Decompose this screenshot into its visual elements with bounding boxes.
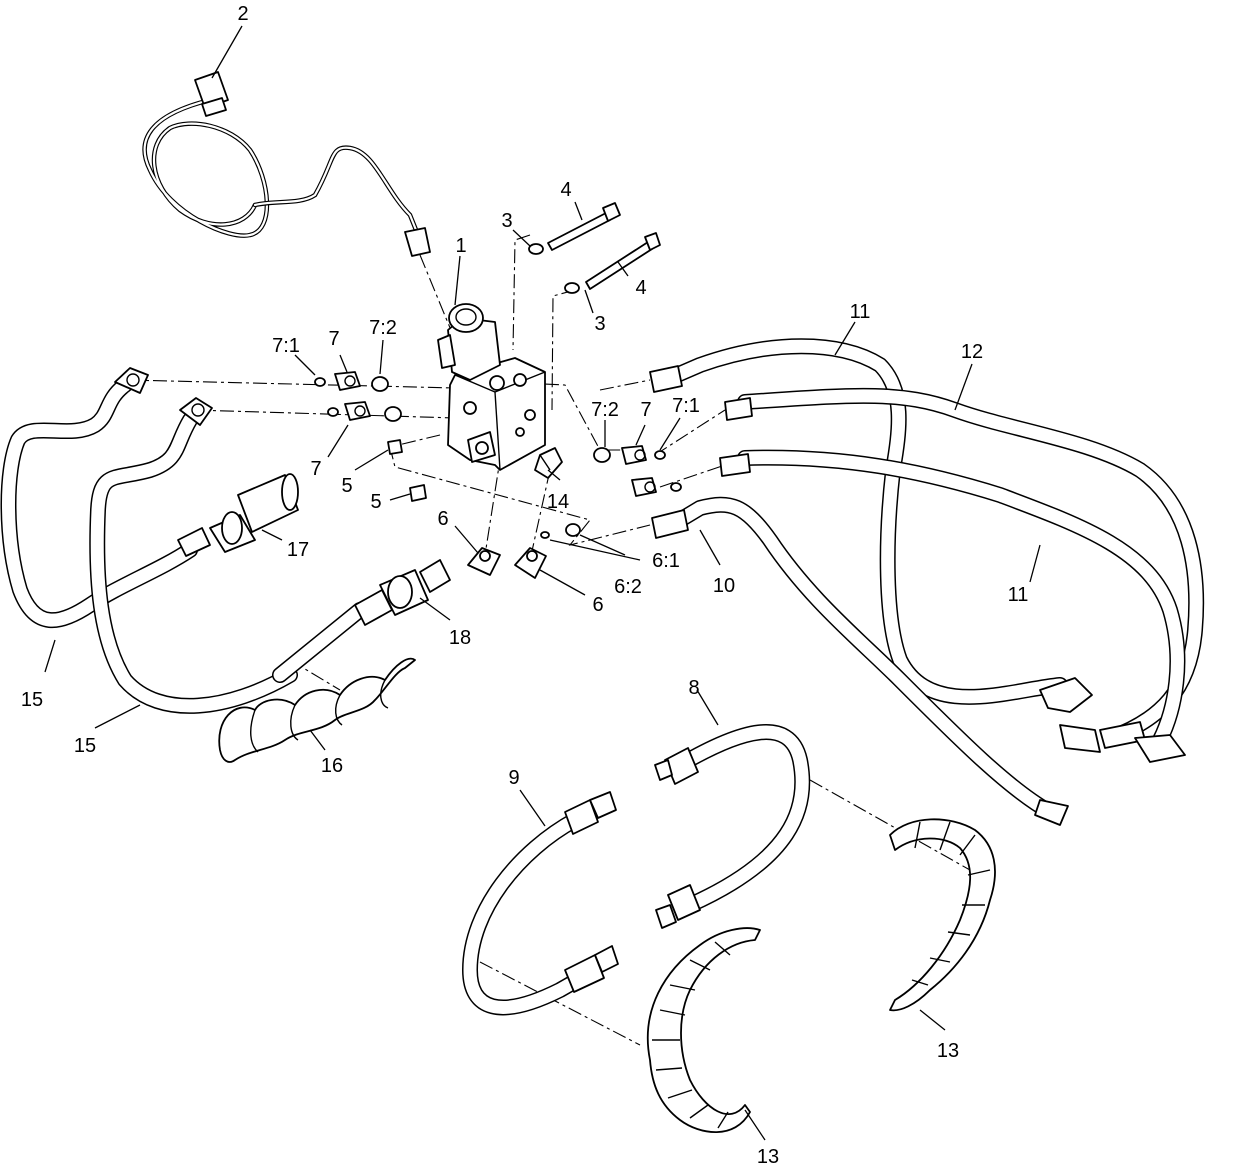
callout-1: 1 [455,235,466,257]
callout-7-1: 7:1 [272,335,300,357]
callout-4: 4 [560,179,571,201]
bolts-and-washers [528,202,661,294]
wire-harness [142,71,431,257]
hose-11-upper [662,338,1068,705]
callout-15: 15 [21,689,43,711]
fittings-right [593,445,682,497]
callout-6-1: 6:1 [652,550,680,572]
hose-8 [654,724,811,929]
callout-9: 9 [508,767,519,789]
callout-4: 4 [635,277,646,299]
callout-7: 7 [640,399,651,421]
washer-icon [528,243,544,255]
fitting-icon [334,371,361,391]
callout-17: 17 [287,539,309,561]
hose-9 [462,791,619,1016]
callout-7-2: 7:2 [369,317,397,339]
harness-connector-icon [404,227,431,257]
fitting-icon [631,477,657,497]
washer-icon [564,282,580,294]
callout-5: 5 [341,475,352,497]
callout-3: 3 [501,210,512,232]
hose-15-inner [89,412,298,714]
fitting-icon [621,445,647,465]
quick-coupler-18 [272,559,451,683]
callout-labels: 2 1 3 3 4 4 7:1 7 7:2 7 5 5 7:2 7 7:1 14… [21,3,1029,1168]
spiral-guard-16 [218,657,416,763]
hose-15-fittings [114,367,213,557]
hose-12 [737,387,1205,746]
hose-10 [672,496,1058,820]
callout-6-2: 6:2 [614,576,642,598]
spiral-guard-13-lower [646,927,761,1134]
callout-12: 12 [961,341,983,363]
plug-icon [387,439,403,455]
valve-block [437,303,546,471]
callout-11: 11 [850,301,871,323]
callout-13: 13 [937,1040,959,1062]
elbow-fitting-icon [534,447,563,479]
callout-8: 8 [688,677,699,699]
callout-14: 14 [547,491,569,513]
callout-2: 2 [237,3,248,25]
spiral-guard-13-upper [889,818,996,1012]
callout-13: 13 [757,1146,779,1168]
callout-10: 10 [713,575,735,597]
callout-16: 16 [321,755,343,777]
callout-15: 15 [74,735,96,757]
callout-5: 5 [370,491,381,513]
callout-6: 6 [592,594,603,616]
fitting-icon [344,401,371,421]
hose-11-lower [737,449,1186,748]
elbow-fitting-icon [514,547,547,579]
callout-7: 7 [328,328,339,350]
callout-7-2: 7:2 [591,399,619,421]
elbow-fittings [467,447,581,579]
callout-7-1: 7:1 [672,395,700,417]
callout-18: 18 [449,627,471,649]
callout-6: 6 [437,508,448,530]
callout-3: 3 [594,313,605,335]
plugs [387,439,427,502]
leader-lines [44,25,1041,1141]
bolt-icon [547,212,611,251]
fittings-left [314,371,402,422]
callout-11: 11 [1008,584,1029,606]
quick-coupler-17 [209,473,299,553]
plug-icon [409,484,427,502]
callout-7: 7 [310,458,321,480]
hose-end-fittings [649,365,1186,826]
